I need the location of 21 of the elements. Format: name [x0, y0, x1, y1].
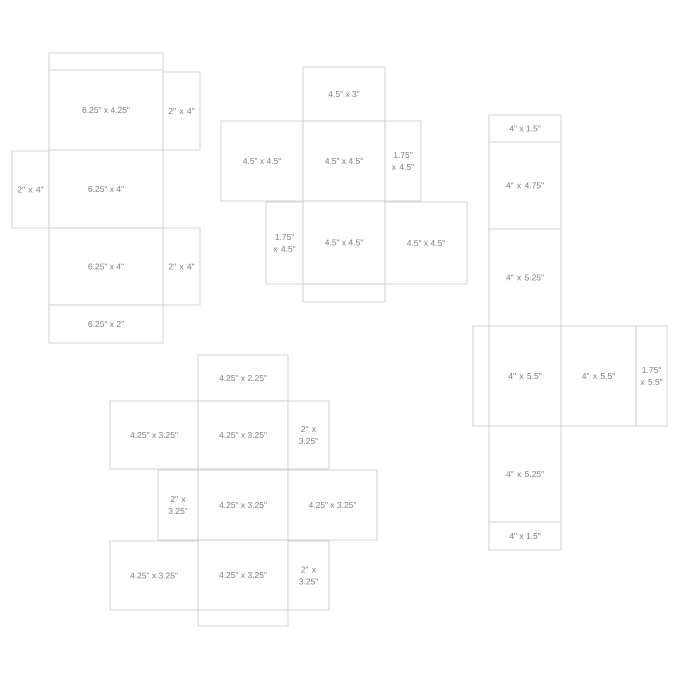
- panel-box: 4.5" x 3": [302, 66, 386, 122]
- panel-box: 1.75" x 4.5": [266, 202, 304, 284]
- panel-box: 2" x 4": [162, 228, 200, 306]
- glue-flap: [302, 284, 386, 302]
- panel-box: 4" x 5.25": [488, 228, 562, 326]
- panel-box: 6.25" x 2": [48, 304, 164, 344]
- panel-box: 4.25" x 2.25": [198, 354, 288, 402]
- panel-box: 2" x 3.25": [158, 470, 198, 540]
- glue-flap: [198, 610, 288, 626]
- glue-flap: [472, 326, 490, 426]
- panel-box: 4" x 1.5": [488, 522, 562, 550]
- glue-flap: [48, 52, 164, 70]
- panel-box: 2" x 3.25": [288, 540, 330, 610]
- panel-box: 2" x 3.25": [288, 400, 330, 470]
- panel-box: 4.5" x 4.5": [384, 202, 468, 284]
- panel-box: 2" x 4": [162, 72, 200, 150]
- panel-box: 4.5" x 4.5": [220, 120, 304, 202]
- panel-box: 1.75" x 4.5": [384, 120, 422, 202]
- panel-box: 1.75" x 5.5": [636, 326, 668, 426]
- panel-box: 4" x 1.5": [488, 114, 562, 142]
- panel-box: 2" x 4": [12, 150, 50, 228]
